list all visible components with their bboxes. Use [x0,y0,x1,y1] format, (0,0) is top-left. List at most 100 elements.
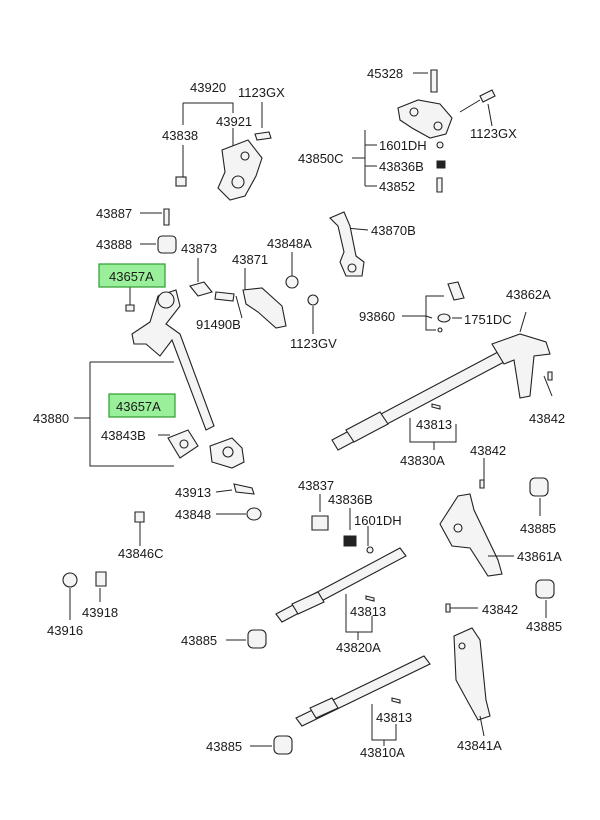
label-43918[interactable]: 43918 [82,605,118,620]
label-43885-a[interactable]: 43885 [520,521,556,536]
interlock-parts-group [311,494,374,554]
label-43813-c[interactable]: 43813 [376,710,412,725]
label-43843b[interactable]: 43843B [101,428,146,443]
lever-43871-group [189,252,319,334]
label-43848[interactable]: 43848 [175,507,211,522]
label-1601dh-b[interactable]: 1601DH [354,513,402,528]
pin-43813 [431,403,441,410]
spring-43848 [246,507,262,521]
label-43848a[interactable]: 43848A [267,236,312,251]
part-labels: 43920 1123GX 43838 43921 45328 1123GX 16… [33,66,565,760]
label-43842-b[interactable]: 43842 [470,443,506,458]
label-43813-b[interactable]: 43813 [350,604,386,619]
fork-43841a-group [453,627,491,737]
label-91490b[interactable]: 91490B [196,317,241,332]
cover-43850c [397,99,453,139]
fork-43862a [491,333,551,399]
label-93860[interactable]: 93860 [359,309,395,324]
label-43838[interactable]: 43838 [162,128,198,143]
label-43850c[interactable]: 43850C [298,151,344,166]
sleeve-43888 [157,235,177,254]
label-43842-a[interactable]: 43842 [529,411,565,426]
label-43871[interactable]: 43871 [232,252,268,267]
label-1123gv[interactable]: 1123GV [290,336,337,351]
plug-43836b [436,160,446,169]
label-43887[interactable]: 43887 [96,206,132,221]
label-43842-c[interactable]: 43842 [482,602,518,617]
label-43810a[interactable]: 43810A [360,745,405,760]
label-43837[interactable]: 43837 [298,478,334,493]
switch-93860 [447,281,465,301]
label-43921[interactable]: 43921 [216,114,252,129]
label-1751dc[interactable]: 1751DC [464,312,512,327]
detent-43837 [311,515,329,531]
pin-43813-c [391,697,401,704]
label-43888[interactable]: 43888 [96,237,132,252]
shift-lever-43880-group [74,287,245,469]
spring-43913 [233,483,255,495]
bushing-43885-a [529,477,549,497]
label-43873[interactable]: 43873 [181,241,217,256]
label-43870b[interactable]: 43870B [371,223,416,238]
spring-43848a [285,275,299,289]
label-43657a-top[interactable]: 43657A [109,269,154,284]
label-43916[interactable]: 43916 [47,623,83,638]
label-1123gx-right[interactable]: 1123GX [470,126,517,141]
bolt-nut-group [62,571,107,620]
label-43920[interactable]: 43920 [190,80,226,95]
bolt-43846c [134,511,145,523]
fork-43861a [439,493,503,577]
label-43852[interactable]: 43852 [379,179,415,194]
bolt-1123gv [307,294,319,306]
shift-lever-43880 [131,289,215,431]
pin-43842 [547,371,553,381]
shift-rail-43820a-group [226,547,555,649]
label-43885-d[interactable]: 43885 [206,739,242,754]
gasket-1751dc [437,313,451,323]
bushing-43885-c [247,629,267,649]
bolt-1123gx [254,131,272,141]
bolt-43916 [62,572,78,588]
fork-43861a-group [439,458,549,577]
small-parts-group [140,208,177,254]
bolt-91490b [214,291,235,302]
label-43836b-b[interactable]: 43836B [328,492,373,507]
shift-rail-43810a-group [250,655,431,755]
label-43913[interactable]: 43913 [175,485,211,500]
nut-43918 [95,571,107,587]
fork-43841a [453,627,491,721]
label-43880[interactable]: 43880 [33,411,69,426]
label-43657a-mid[interactable]: 43657A [116,399,161,414]
bolt-43887 [163,208,170,226]
detent-parts-group [134,483,262,546]
highlight-box-43657a-top[interactable] [98,263,166,288]
bracket-43871 [242,287,287,329]
bolt-1123gx-right [479,89,496,103]
label-1601dh[interactable]: 1601DH [379,138,427,153]
pin-43842-b [479,479,485,489]
label-43861a[interactable]: 43861A [517,549,562,564]
label-43885-c[interactable]: 43885 [181,633,217,648]
bushing-43885-d [273,735,293,755]
highlight-box-43657a-mid[interactable] [108,393,176,418]
bolt-43852 [436,177,443,193]
cover-43850c-group [352,69,496,193]
label-45328[interactable]: 45328 [367,66,403,81]
pin-43657a [125,304,135,312]
pin-43813-b [365,595,375,602]
label-43846c[interactable]: 43846C [118,546,164,561]
label-43885-b[interactable]: 43885 [526,619,562,634]
bracket-43921-group [175,102,272,201]
label-43862a[interactable]: 43862A [506,287,551,302]
label-43813-a[interactable]: 43813 [416,417,452,432]
ball-1601dh [366,546,374,554]
lever-43870b [329,211,365,277]
label-1123gx[interactable]: 1123GX [238,85,285,100]
pin-43842-c [445,603,451,613]
label-43820a[interactable]: 43820A [336,640,381,655]
label-43836b[interactable]: 43836B [379,159,424,174]
bracket-43873 [189,281,213,297]
label-43841a[interactable]: 43841A [457,738,502,753]
label-43830a[interactable]: 43830A [400,453,445,468]
